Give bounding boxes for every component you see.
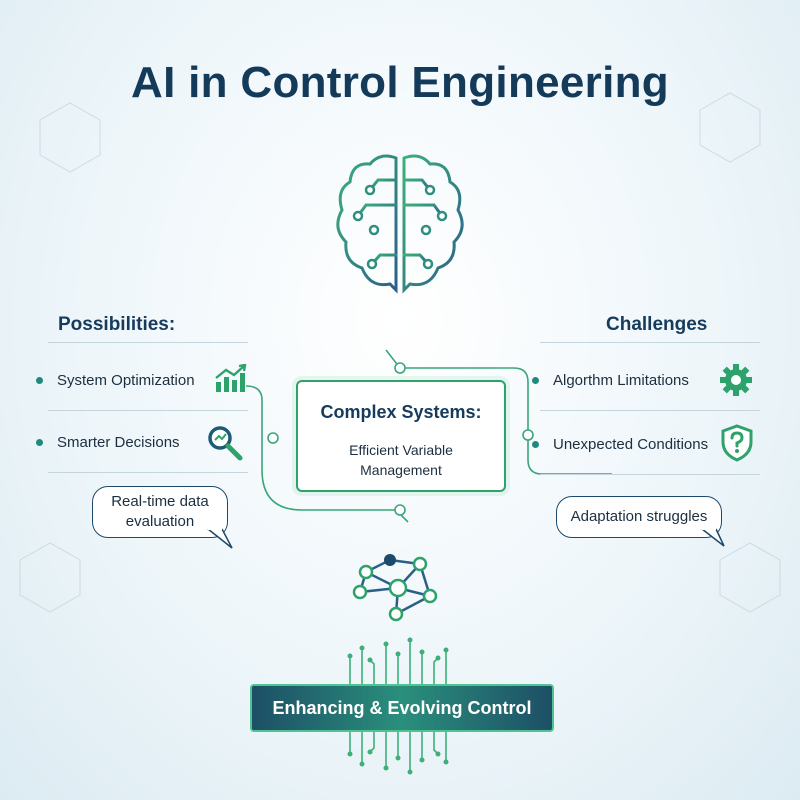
central-concept-box: Complex Systems: Efficient Variable Mana… <box>296 380 506 492</box>
divider <box>540 342 760 343</box>
bullet-dot <box>532 376 539 384</box>
list-item: Smarter Decisions <box>36 432 236 452</box>
divider <box>48 410 248 411</box>
divider <box>540 474 760 475</box>
bullet-dot <box>532 440 539 448</box>
network-icon <box>352 554 438 622</box>
bubble-text: Adaptation struggles <box>570 508 708 525</box>
center-title: Complex Systems: <box>320 402 482 422</box>
item-label: Smarter Decisions <box>57 433 180 451</box>
gear-icon <box>720 364 752 396</box>
magnifier-icon <box>208 426 243 461</box>
item-label: Unexpected Conditions <box>553 435 709 453</box>
divider <box>48 342 248 343</box>
possibilities-heading: Possibilities: <box>58 314 176 335</box>
banner-text: Enhancing & Evolving Control <box>272 697 532 718</box>
center-subtitle: Efficient Variable Management <box>349 442 453 478</box>
bottom-banner: Enhancing & Evolving Control <box>250 684 554 732</box>
brain-circuit-icon <box>336 154 464 294</box>
page-title: AI in Control Engineering <box>131 58 669 107</box>
list-item: Algorthm Limitations <box>532 370 722 390</box>
item-label: Algorthm Limitations <box>553 371 689 389</box>
shield-question-icon <box>721 424 753 462</box>
speech-bubble: Adaptation struggles <box>556 496 722 538</box>
divider <box>48 472 248 473</box>
list-item: System Optimization <box>36 370 236 390</box>
speech-bubble: Real-time data evaluation <box>92 486 228 538</box>
circuit-chip-icon <box>347 637 449 775</box>
challenges-heading: Challenges <box>606 314 708 335</box>
list-item: Unexpected Conditions <box>532 434 722 454</box>
bullet-dot <box>36 376 43 384</box>
divider <box>540 410 760 411</box>
bullet-dot <box>36 438 43 446</box>
bubble-tail <box>207 528 233 549</box>
item-label: System Optimization <box>57 371 195 389</box>
growth-chart-icon <box>215 364 247 392</box>
bubble-tail <box>701 528 725 547</box>
bubble-text: Real-time data evaluation <box>111 493 209 530</box>
